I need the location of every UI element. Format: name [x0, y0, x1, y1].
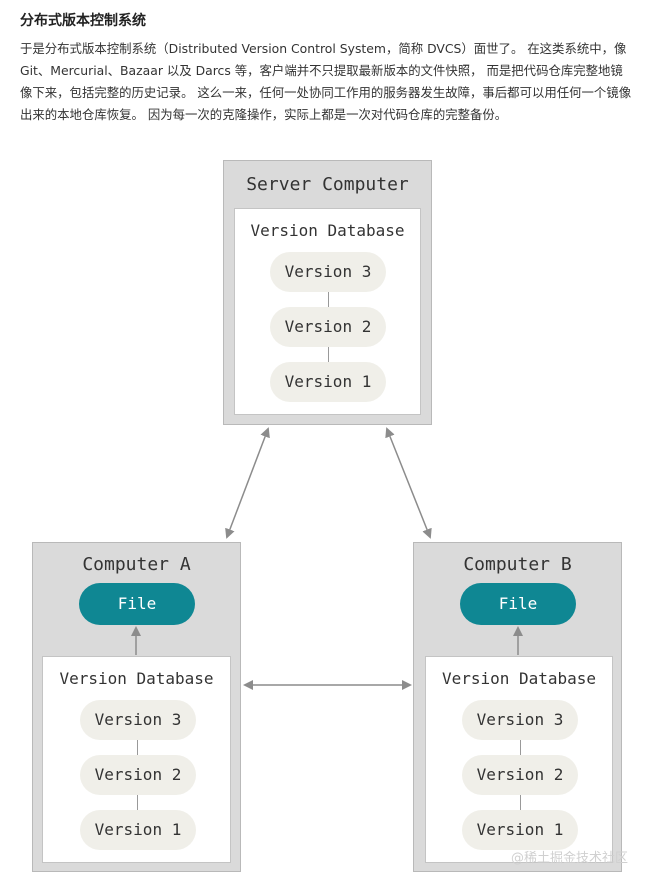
- server-computer-box: Server Computer Version Database Version…: [223, 160, 432, 425]
- computer-a-database-label: Version Database: [59, 669, 214, 688]
- arrow-server-computer-b: [385, 427, 432, 539]
- computer-b-title: Computer B: [463, 554, 572, 575]
- watermark: @稀土掘金技术社区: [510, 851, 628, 866]
- computer-a-box: Computer A File Version Database Version…: [32, 542, 241, 872]
- server-version-database: Version Database Version 3 Version 2 Ver…: [234, 208, 421, 415]
- arrow-server-computer-a: [225, 427, 270, 539]
- server-computer-title: Server Computer: [246, 174, 409, 195]
- computer-a-file: File: [79, 583, 195, 625]
- computer-b-file: File: [460, 583, 576, 625]
- computer-b-version-database: Version Database Version 3 Version 2 Ver…: [425, 656, 613, 863]
- server-version-1: Version 1: [270, 362, 386, 402]
- server-version-2: Version 2: [270, 307, 386, 347]
- computer-b-version-2: Version 2: [462, 755, 578, 795]
- computer-a-version-3: Version 3: [80, 700, 196, 740]
- computer-a-title: Computer A: [82, 554, 191, 575]
- computer-b-version-1: Version 1: [462, 810, 578, 850]
- section-heading: 分布式版本控制系统: [20, 13, 146, 29]
- server-version-3: Version 3: [270, 252, 386, 292]
- server-database-label: Version Database: [250, 221, 405, 240]
- computer-b-version-3: Version 3: [462, 700, 578, 740]
- computer-b-database-label: Version Database: [441, 669, 597, 688]
- computer-b-box: Computer B File Version Database Version…: [413, 542, 622, 872]
- computer-a-version-1: Version 1: [80, 810, 196, 850]
- section-paragraph: 于是分布式版本控制系统（Distributed Version Control …: [20, 41, 632, 122]
- computer-a-version-database: Version Database Version 3 Version 2 Ver…: [42, 656, 231, 863]
- computer-a-version-2: Version 2: [80, 755, 196, 795]
